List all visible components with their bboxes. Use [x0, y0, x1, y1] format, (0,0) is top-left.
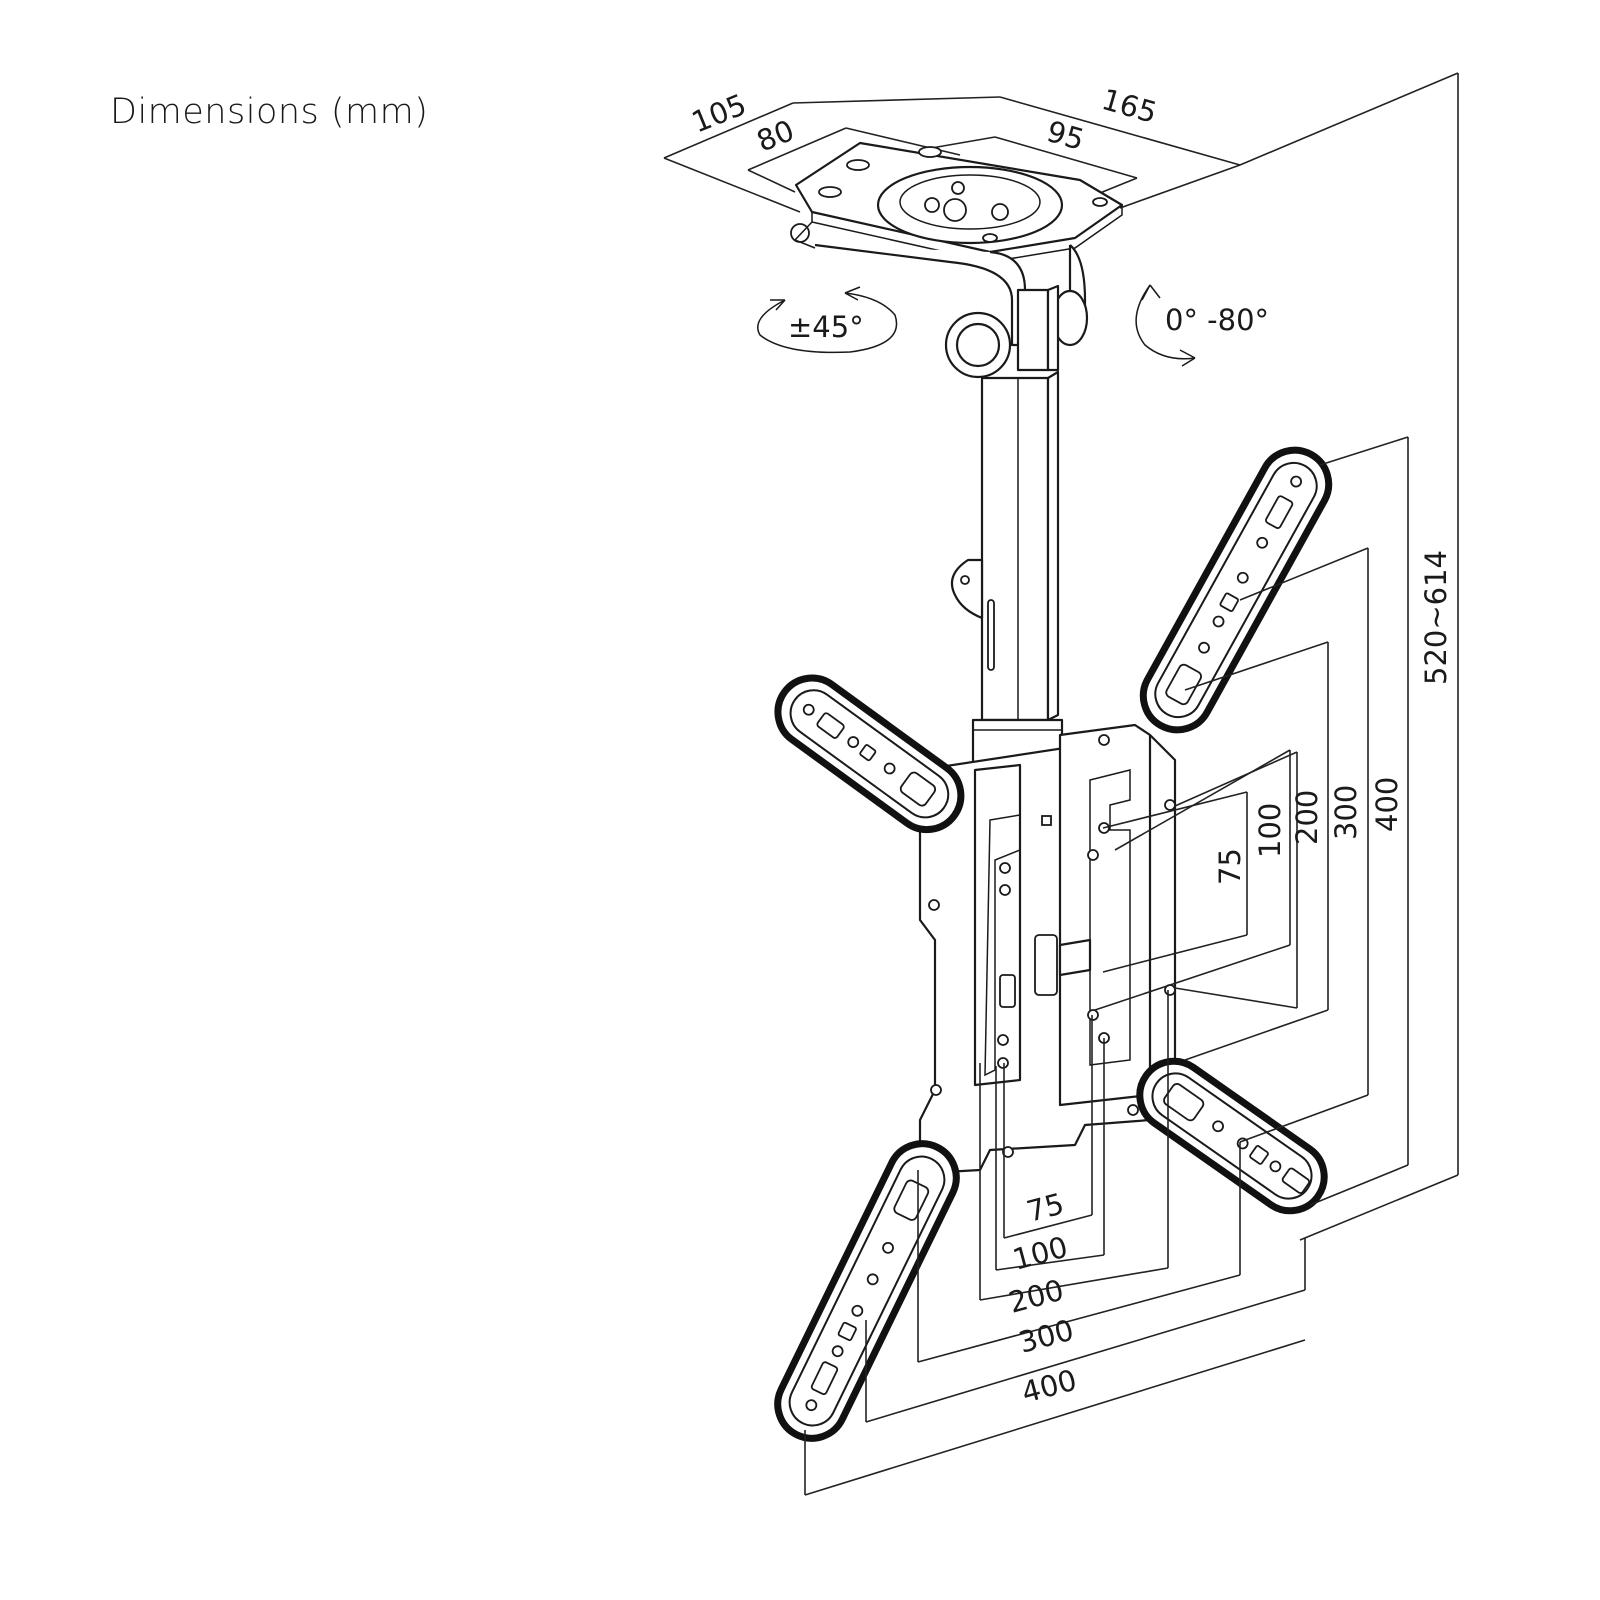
arm-bottom-left — [774, 1140, 960, 1442]
horizontal-100-label: 100 — [1009, 1230, 1071, 1277]
vesa-plate — [918, 723, 1177, 1174]
vertical-400-label: 400 — [1370, 777, 1404, 832]
horizontal-200-label: 200 — [1005, 1273, 1067, 1320]
swivel-angle-label: ±45° — [788, 310, 864, 344]
height-range-label: 520~614 — [1419, 550, 1453, 685]
dim-165-label: 165 — [1098, 82, 1161, 130]
page-title: Dimensions (mm) — [110, 92, 429, 132]
vertical-200-label: 200 — [1290, 790, 1324, 845]
tilt-angle-label: 0° -80° — [1165, 303, 1269, 337]
ceiling-plate — [790, 141, 1124, 263]
top-plate-dimensions: 105 80 165 95 — [663, 82, 1241, 213]
vertical-vesa-dimensions: 75 100 200 300 400 — [1094, 436, 1409, 1206]
tilt-bracket — [814, 243, 1089, 379]
vertical-100-label: 100 — [1253, 803, 1287, 858]
vertical-300-label: 300 — [1329, 785, 1363, 840]
overall-height-dimension: 520~614 — [1239, 72, 1459, 1241]
arm-top-right — [1139, 446, 1333, 734]
tilt-arrow-icon: 0° -80° — [1135, 284, 1269, 367]
arm-bottom-right — [1136, 1057, 1328, 1215]
horizontal-300-label: 300 — [1015, 1313, 1077, 1360]
arm-top-left — [774, 674, 965, 834]
swivel-arrow-icon: ±45° — [757, 286, 898, 354]
dim-105-label: 105 — [687, 87, 751, 139]
horizontal-400-label: 400 — [1018, 1363, 1080, 1410]
vertical-75-label: 75 — [1213, 848, 1247, 885]
